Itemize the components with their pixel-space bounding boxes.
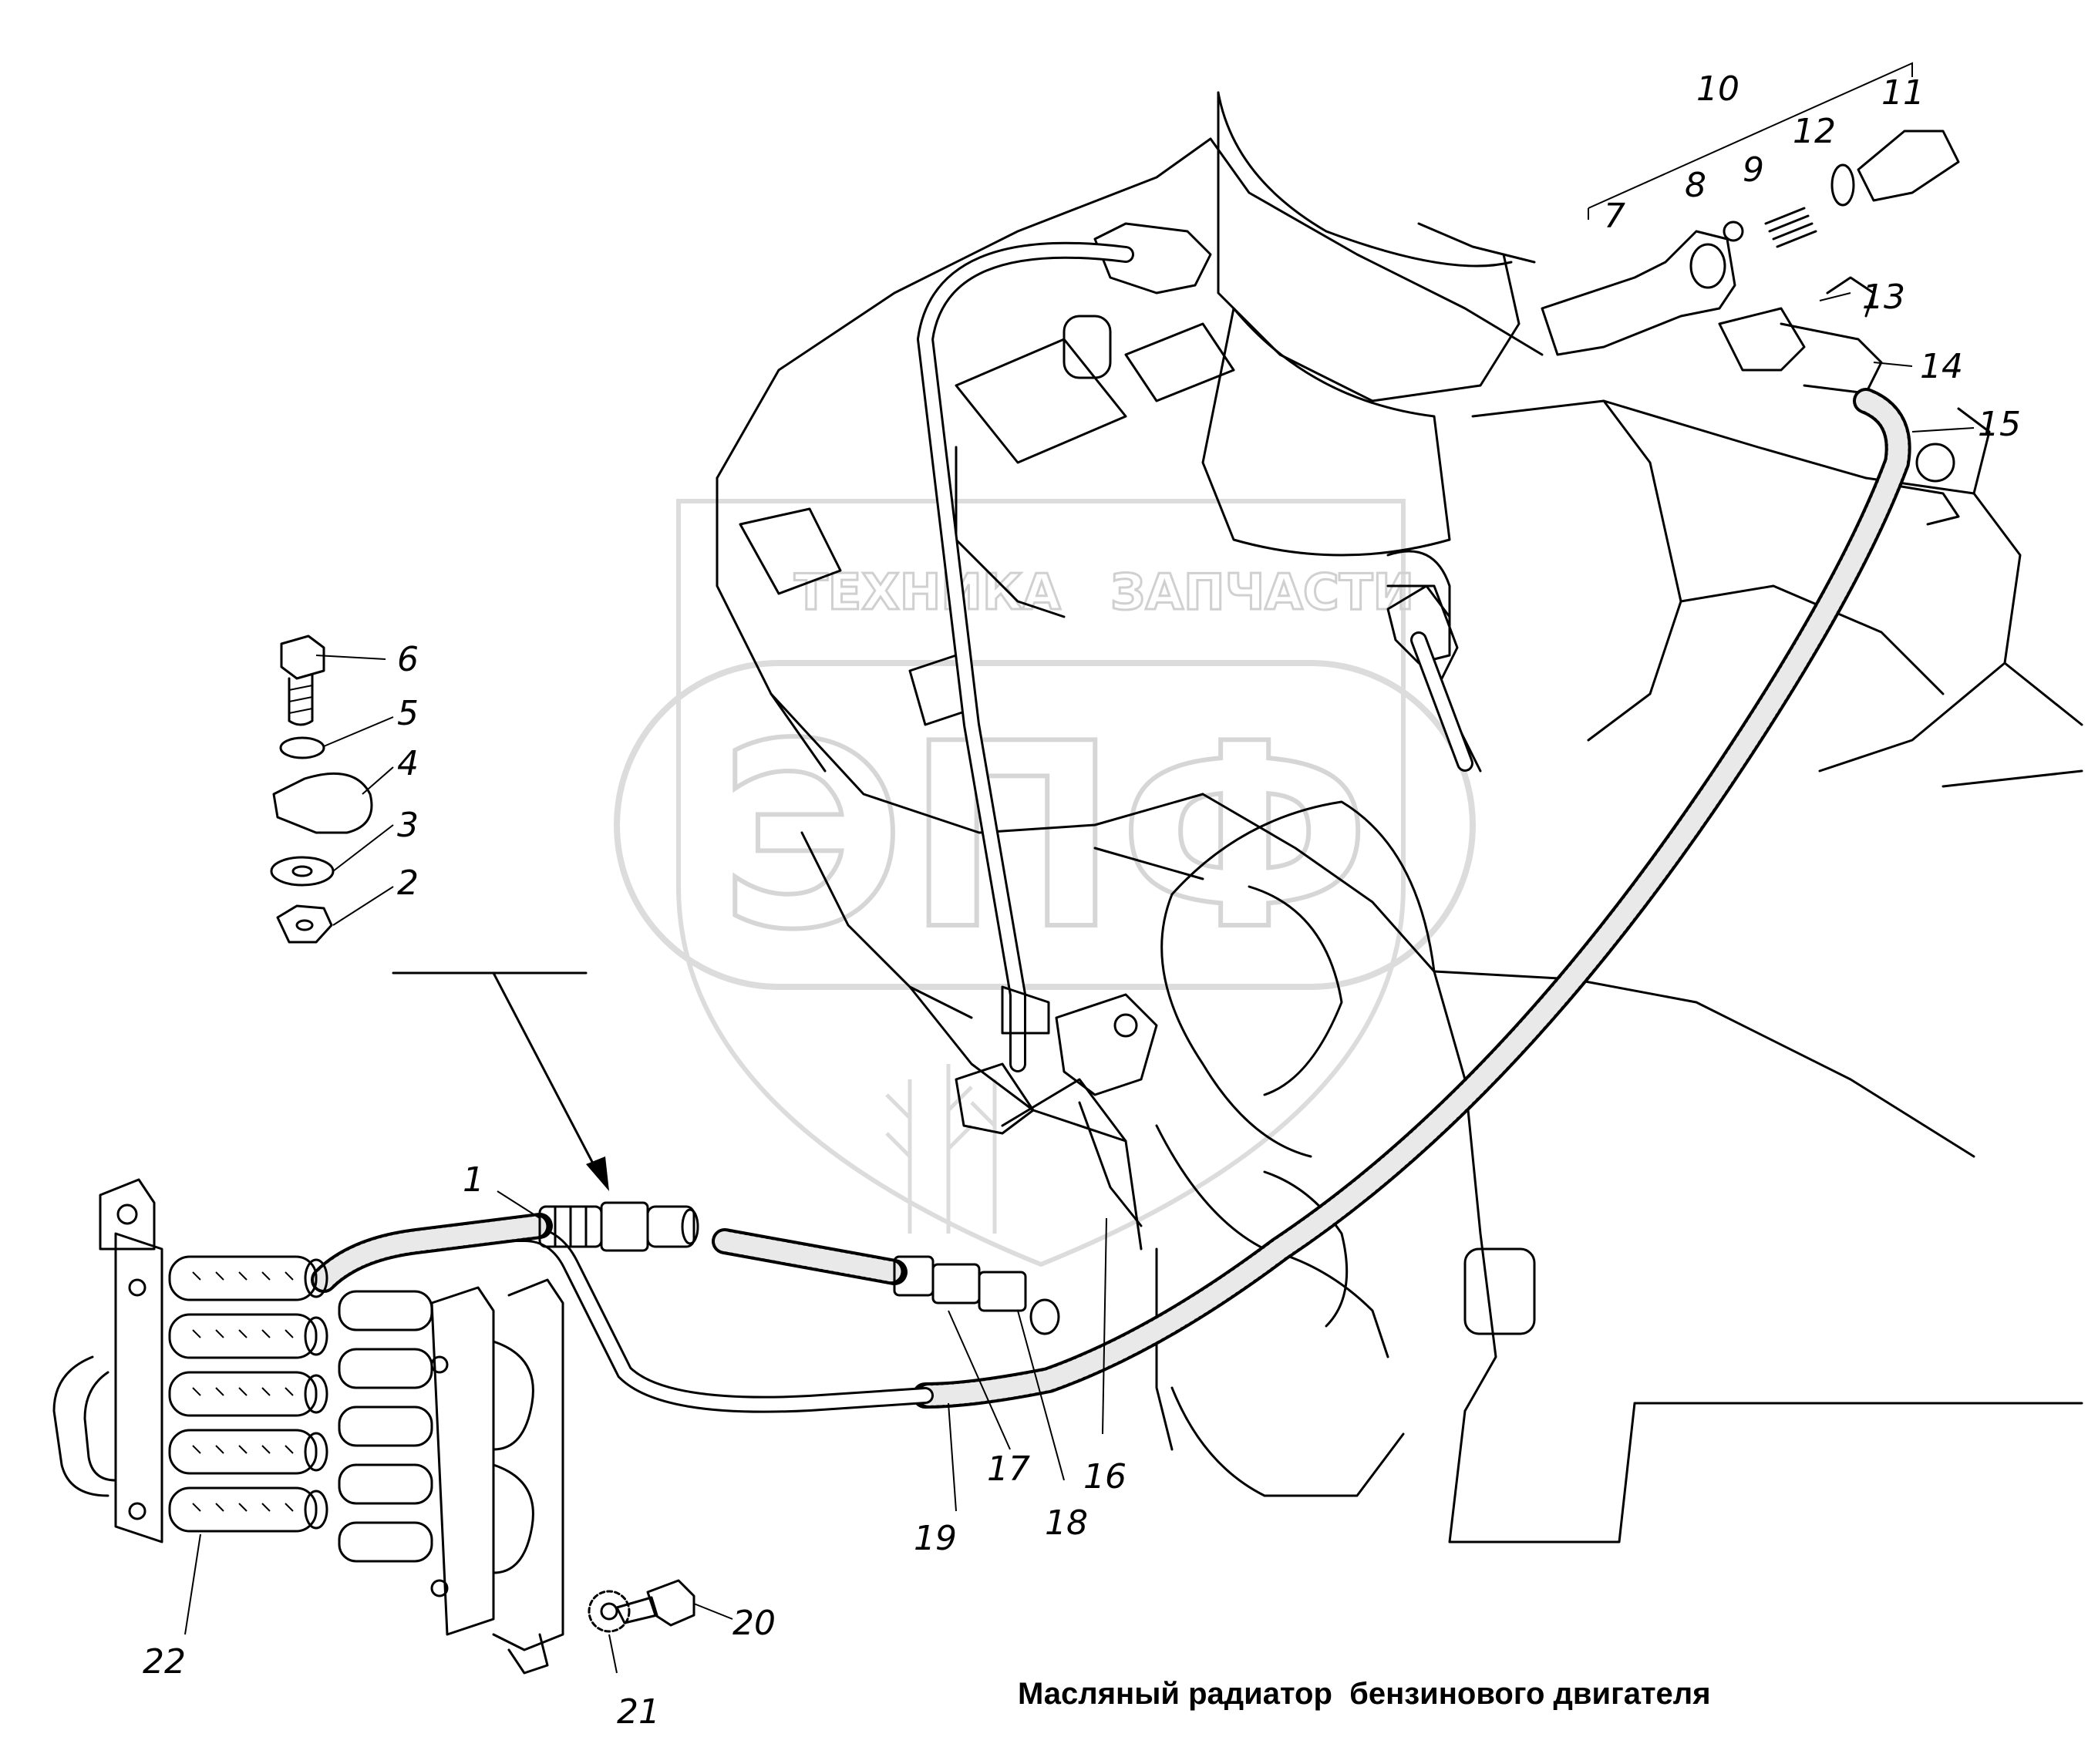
lock-washer-icon	[588, 1590, 631, 1633]
oil-line-tube	[916, 241, 1473, 1072]
callout-2: 2	[397, 863, 419, 903]
radiator-hoses	[311, 985, 1158, 1335]
diagram-caption: Масляный радиатор бензинового двигателя	[1018, 1677, 1711, 1711]
callout-5: 5	[397, 694, 419, 733]
callout-3: 3	[397, 806, 419, 845]
leader-lines	[184, 62, 1975, 1674]
clamp-bracket-icon	[272, 772, 373, 834]
callout-10: 10	[1696, 69, 1739, 109]
bolt-head-icon	[280, 635, 325, 680]
watermark-logo-letters: ЭПФ	[719, 689, 1371, 985]
callout-15: 15	[1978, 405, 2021, 444]
callout-19: 19	[914, 1519, 957, 1558]
callout-14: 14	[1920, 347, 1963, 386]
watermark-brand-left: ТЕХНИКА	[794, 564, 1061, 621]
callout-6: 6	[397, 640, 419, 679]
watermark: ТЕХНИКА ЗАПЧАСТИ ЭПФ	[614, 499, 1476, 1267]
oil-radiator	[52, 1178, 564, 1675]
engine-block	[716, 91, 2083, 1544]
callout-1: 1	[463, 1160, 484, 1200]
radiator-bolt-icon	[646, 1579, 695, 1627]
callout-20: 20	[732, 1604, 776, 1643]
ball-valve-icon	[1723, 220, 1744, 242]
callout-12: 12	[1793, 112, 1836, 151]
radiator-tubes	[168, 1255, 433, 1563]
callout-numbers: 1 2 3 4 5 6 7 8 9 10 11 12 13 14 15 16 1…	[143, 69, 2021, 1732]
pressure-valve-assembly	[1093, 130, 1960, 665]
callout-22: 22	[143, 1642, 186, 1682]
callout-16: 16	[1083, 1457, 1127, 1496]
watermark-wheat-icon	[885, 1064, 997, 1234]
callout-7: 7	[1604, 197, 1625, 236]
callout-13: 13	[1862, 278, 1905, 317]
callout-9: 9	[1743, 150, 1764, 190]
mounting-hardware	[270, 635, 695, 1633]
callout-8: 8	[1685, 166, 1706, 205]
callout-21: 21	[617, 1692, 660, 1732]
callout-4: 4	[397, 744, 419, 783]
callout-18: 18	[1045, 1503, 1088, 1543]
flat-washer-icon	[270, 856, 335, 887]
callout-17: 17	[987, 1449, 1030, 1489]
clamp-bolt-icon	[1915, 443, 1955, 483]
watermark-brand-right: ЗАПЧАСТИ	[1110, 564, 1414, 621]
callout-11: 11	[1881, 73, 1925, 113]
spring-washer-icon	[279, 736, 325, 759]
nut-icon	[276, 904, 333, 944]
